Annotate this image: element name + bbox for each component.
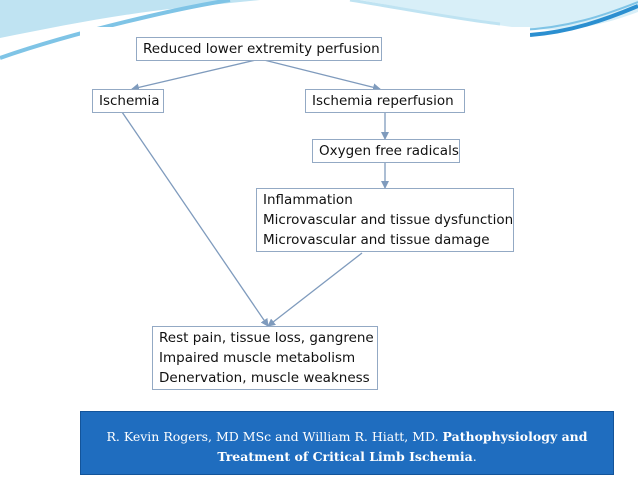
wave-light-stroke-mid bbox=[349, 0, 501, 26]
outcomes-group-line-3: Denervation, muscle weakness bbox=[159, 370, 370, 386]
wave-dark-stroke-right bbox=[529, 4, 638, 37]
inflammation-group-line-3: Microvascular and tissue damage bbox=[263, 232, 490, 248]
arrow-ischemia-to-outcomes-group bbox=[121, 111, 269, 327]
inflammation-group-line-2: Microvascular and tissue dysfunction bbox=[263, 212, 514, 228]
node-reduced-perfusion: Reduced lower extremity perfusion bbox=[136, 37, 382, 61]
wave-dark-stroke-left bbox=[0, 0, 231, 60]
oxygen-free-radicals-line-1: Oxygen free radicals bbox=[319, 143, 459, 159]
node-ischemia: Ischemia bbox=[92, 89, 164, 113]
arrow-inflammation-group-to-outcomes-group bbox=[267, 252, 363, 327]
arrow-reduced-perfusion-to-ischemia bbox=[131, 58, 261, 92]
diagram-panel: Reduced lower extremity perfusion Ischem… bbox=[80, 27, 530, 400]
node-oxygen-free-radicals: Oxygen free radicals bbox=[312, 139, 460, 163]
citation-title: Pathophysiology and Treatment of Critica… bbox=[217, 429, 588, 464]
arrow-reduced-perfusion-to-ischemia-reperfusion bbox=[259, 58, 381, 92]
outcomes-group-line-1: Rest pain, tissue loss, gangrene bbox=[159, 330, 374, 346]
wave-mid-band bbox=[0, 0, 260, 38]
citation-authors: R. Kevin Rogers, MD MSc and William R. H… bbox=[106, 429, 439, 444]
wave-light-band bbox=[0, 0, 638, 30]
inflammation-group-line-1: Inflammation bbox=[263, 192, 353, 208]
citation-box: R. Kevin Rogers, MD MSc and William R. H… bbox=[80, 411, 614, 475]
outcomes-group-line-2: Impaired muscle metabolism bbox=[159, 350, 356, 366]
reduced-perfusion-line-1: Reduced lower extremity perfusion bbox=[143, 41, 380, 57]
ischemia-line-1: Ischemia bbox=[99, 93, 160, 109]
ischemia-reperfusion-line-1: Ischemia reperfusion bbox=[312, 93, 454, 109]
wave-thin-stroke-right bbox=[519, 1, 638, 31]
decorative-wave-banner bbox=[0, 0, 638, 60]
citation-period: . bbox=[472, 449, 477, 464]
flow-arrows bbox=[121, 58, 389, 327]
node-ischemia-reperfusion: Ischemia reperfusion bbox=[305, 89, 465, 113]
